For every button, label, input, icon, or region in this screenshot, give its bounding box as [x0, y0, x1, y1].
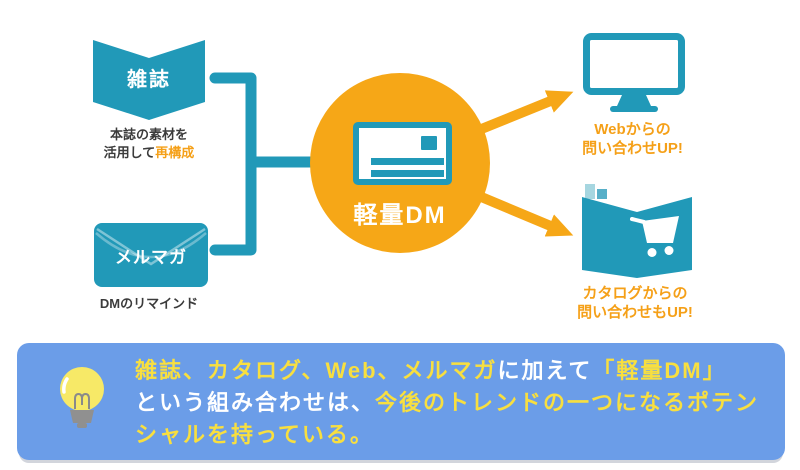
postcard-line — [371, 170, 444, 177]
postcard-stamp — [421, 136, 437, 150]
magazine-caption-highlight: 再構成 — [155, 145, 195, 160]
mailmag-label: メルマガ — [115, 247, 187, 267]
postcard-line — [371, 158, 444, 165]
catalog-outcome-line2: 問い合わせもUP! — [577, 304, 693, 321]
web-outcome-line2: 問い合わせUP! — [582, 140, 683, 157]
lightweight-dm-label: 軽量DM — [353, 202, 447, 229]
insight-banner: 雑誌、カタログ、Web、メルマガに加えて「軽量DM」 という組み合わせは、今後の… — [17, 343, 785, 460]
magazine-node: 雑誌 — [93, 40, 205, 120]
merge-bracket-line — [209, 72, 319, 256]
magazine-caption: 本誌の素材を 活用して再構成 — [69, 126, 229, 162]
magazine-caption-line1: 本誌の素材を — [109, 127, 188, 142]
shopping-cart-glyph — [630, 216, 679, 257]
arrow-to-web-icon — [474, 90, 574, 135]
arrow-to-catalog-icon — [474, 191, 574, 237]
catalog-outcome-caption: カタログからの 問い合わせもUP! — [545, 284, 725, 322]
insight-line3: シャルを持っている。 — [135, 422, 374, 447]
mailmag-caption: DMのリマインド — [99, 296, 199, 311]
mailmag-node: メルマガ — [94, 223, 208, 287]
web-outcome-line1: Webからの — [594, 121, 671, 138]
magazine-label: 雑誌 — [127, 68, 171, 91]
lightbulb-icon — [60, 367, 104, 428]
insight-text: 雑誌、カタログ、Web、メルマガに加えて「軽量DM」 という組み合わせは、今後の… — [135, 355, 783, 451]
postcard-icon — [353, 122, 452, 185]
magazine-caption-line2: 活用して再構成 — [103, 145, 195, 160]
insight-line1: 雑誌、カタログ、Web、メルマガに加えて「軽量DM」 — [135, 358, 727, 383]
open-book-icon — [93, 40, 205, 120]
web-outcome-caption: Webからの 問い合わせUP! — [545, 120, 720, 158]
insight-line2: という組み合わせは、今後のトレンドの一つになるポテン — [135, 390, 760, 415]
catalog-cart-icon — [582, 184, 692, 278]
catalog-outcome-line1: カタログからの — [582, 285, 688, 302]
lightweight-dm-node: 軽量DM — [310, 73, 490, 253]
monitor-icon — [583, 33, 685, 112]
envelope-icon — [95, 227, 207, 266]
